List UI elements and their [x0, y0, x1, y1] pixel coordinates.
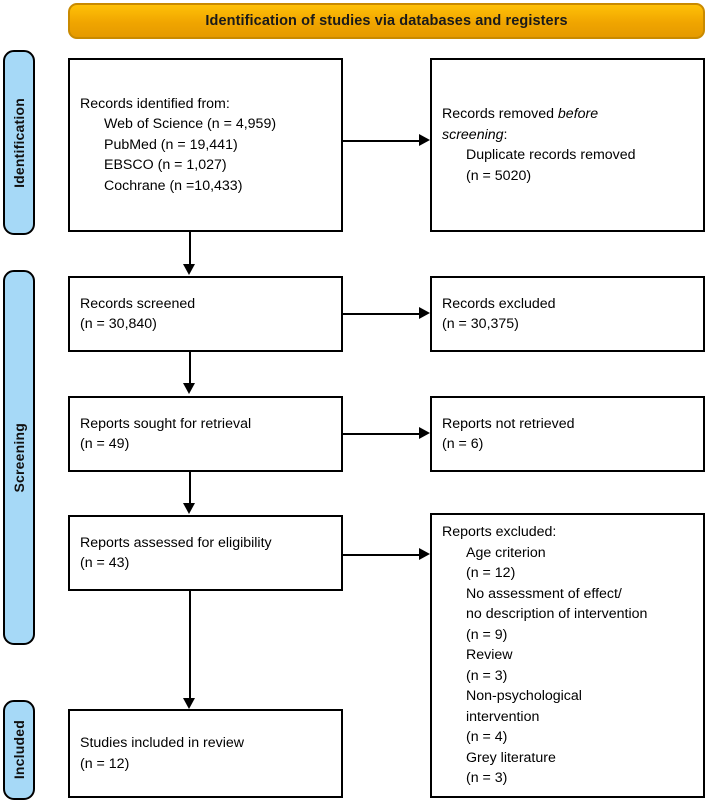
records-excluded-line-0: Records excluded — [442, 295, 556, 312]
reports-excluded-item-8: intervention — [466, 708, 540, 725]
identification-banner: Identification of studies via databases … — [68, 3, 705, 39]
reports-excluded-item-2: No assessment of effect/ — [466, 585, 622, 602]
box-studies-included: Studies included in review (n = 12) — [68, 709, 343, 798]
records-identified-line-3: EBSCO (n = 1,027) — [104, 157, 227, 174]
arrowhead-assessed-to-included — [183, 698, 195, 709]
reports-excluded-item-4: (n = 9) — [466, 626, 508, 643]
connector-sought-to-assessed — [189, 472, 191, 504]
reports-excluded-item-3: no description of intervention — [466, 606, 648, 623]
stage-identification: Identification — [3, 50, 35, 235]
connector-screened-to-sought — [189, 352, 191, 384]
reports-excluded-item-1: (n = 12) — [466, 565, 516, 582]
reports-excluded-item-7: Non-psychological — [466, 688, 582, 705]
reports-excluded-item-5: Review — [466, 647, 513, 664]
studies-included-line-1: (n = 12) — [80, 755, 130, 772]
records-identified-line-0: Records identified from: — [80, 95, 230, 112]
stage-included: Included — [3, 700, 35, 800]
box-reports-excluded: Reports excluded: Age criterion (n = 12)… — [430, 513, 705, 798]
stage-screening: Screening — [3, 270, 35, 645]
records-removed-line-0: Records removed before — [442, 104, 693, 125]
box-records-screened: Records screened (n = 30,840) — [68, 276, 343, 352]
box-reports-not-retrieved: Reports not retrieved (n = 6) — [430, 396, 705, 472]
connector-assessed-to-included — [189, 591, 191, 701]
reports-assessed-line-0: Reports assessed for eligibility — [80, 534, 272, 551]
reports-not-retrieved-line-0: Reports not retrieved — [442, 415, 575, 432]
records-removed-line-3: (n = 5020) — [466, 167, 532, 184]
arrowhead-sought-to-not-retrieved — [419, 427, 430, 439]
arrowhead-screened-to-excluded — [419, 307, 430, 319]
banner-title: Identification of studies via databases … — [205, 13, 568, 29]
box-records-removed: Records removed before screening: Duplic… — [430, 58, 705, 232]
connector-screened-to-excluded — [343, 313, 420, 315]
records-identified-line-4: Cochrane (n =10,433) — [104, 177, 243, 194]
arrowhead-sought-to-assessed — [183, 503, 195, 514]
stage-identification-label: Identification — [11, 97, 27, 188]
records-excluded-line-1: (n = 30,375) — [442, 316, 519, 332]
connector-identified-to-removed — [343, 140, 420, 142]
stage-screening-label: Screening — [11, 422, 27, 493]
reports-sought-line-0: Reports sought for retrieval — [80, 415, 252, 432]
records-removed-colon: : — [503, 126, 508, 143]
records-screened-line-0: Records screened — [80, 295, 196, 312]
box-reports-sought: Reports sought for retrieval (n = 49) — [68, 396, 343, 472]
arrowhead-identified-to-screened — [183, 264, 195, 275]
stage-included-label: Included — [11, 720, 27, 780]
studies-included-line-0: Studies included in review — [80, 735, 245, 751]
reports-assessed-line-1: (n = 43) — [80, 555, 130, 571]
reports-excluded-item-6: (n = 3) — [466, 667, 508, 684]
records-removed-plain: Records removed — [442, 106, 558, 122]
connector-assessed-to-excluded — [343, 554, 420, 556]
reports-not-retrieved-line-1: (n = 6) — [442, 436, 484, 452]
arrowhead-assessed-to-excluded — [419, 548, 430, 560]
records-screened-line-1: (n = 30,840) — [80, 316, 157, 332]
records-removed-italic-screening: screening — [442, 126, 504, 143]
reports-excluded-heading: Reports excluded: — [442, 524, 557, 541]
connector-sought-to-not-retrieved — [343, 433, 420, 435]
records-removed-italic-before: before — [557, 106, 599, 122]
records-removed-line-1: screening: — [442, 125, 693, 146]
arrowhead-identified-to-removed — [419, 134, 430, 146]
reports-excluded-item-11: (n = 3) — [466, 770, 508, 787]
box-reports-assessed: Reports assessed for eligibility (n = 43… — [68, 515, 343, 591]
reports-sought-line-1: (n = 49) — [80, 436, 130, 452]
reports-excluded-item-9: (n = 4) — [466, 729, 508, 746]
reports-excluded-item-10: Grey literature — [466, 749, 556, 766]
box-records-identified: Records identified from: Web of Science … — [68, 58, 343, 232]
box-records-excluded: Records excluded (n = 30,375) — [430, 276, 705, 352]
reports-excluded-item-0: Age criterion — [466, 544, 546, 561]
records-identified-line-2: PubMed (n = 19,441) — [104, 136, 238, 153]
arrowhead-screened-to-sought — [183, 383, 195, 394]
records-removed-line-2: Duplicate records removed — [466, 147, 636, 163]
connector-identified-to-screened — [189, 232, 191, 265]
records-identified-line-1: Web of Science (n = 4,959) — [104, 116, 277, 133]
